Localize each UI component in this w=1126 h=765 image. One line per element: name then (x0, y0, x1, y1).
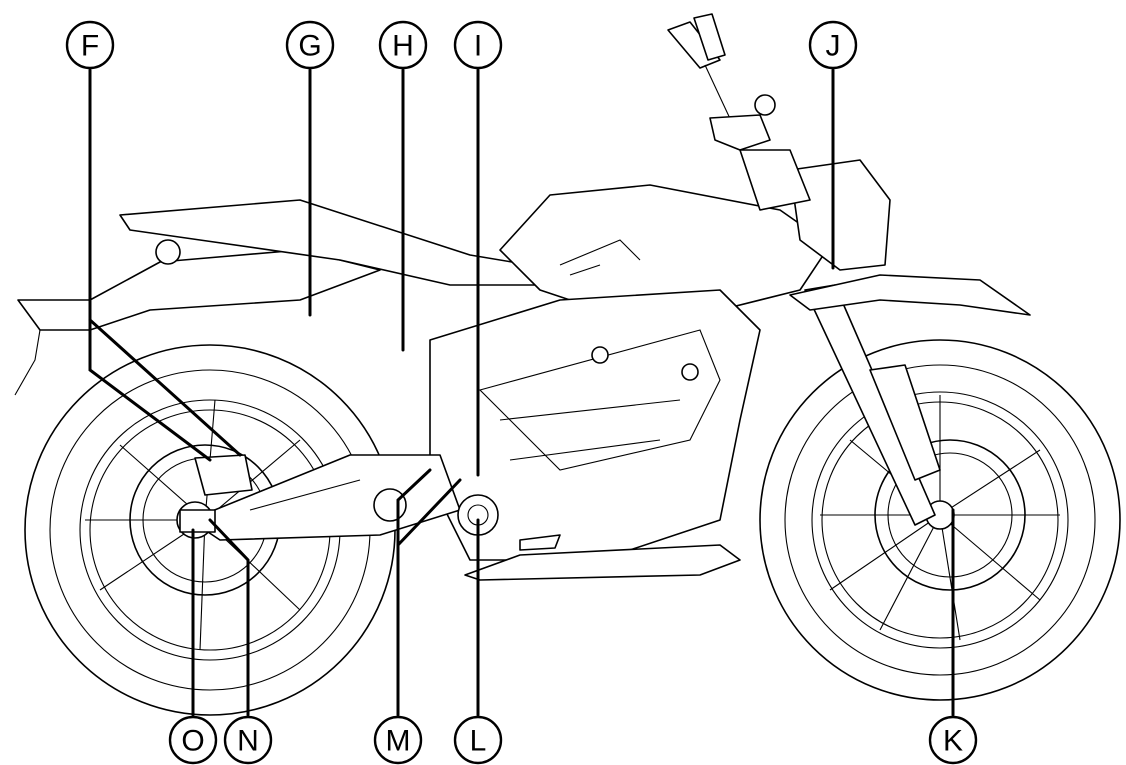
callout-h: H (378, 20, 428, 70)
callout-k: K (928, 715, 978, 765)
callout-label-f: F (81, 30, 99, 63)
callout-f: F (65, 20, 115, 70)
leader-line-f (88, 68, 212, 462)
callout-l: L (453, 715, 503, 765)
front-fender (789, 274, 1031, 316)
callout-label-m: M (386, 725, 411, 758)
motorcycle-illustration (14, 13, 1121, 716)
seat (119, 199, 561, 286)
leader-line-m-branch (396, 478, 462, 547)
callout-label-i: I (474, 30, 482, 63)
callout-label-j: J (826, 30, 841, 63)
belly-pan (464, 544, 741, 581)
callout-label-l: L (470, 725, 487, 758)
leader-line-m (396, 468, 432, 717)
leader-lines (88, 68, 955, 717)
leader-line-f-branch (88, 318, 242, 457)
callout-label-n: N (237, 725, 259, 758)
callout-o: O (168, 715, 218, 765)
callout-m: M (373, 715, 423, 765)
headlight-fairing (789, 159, 891, 271)
frame-panel (429, 289, 761, 561)
front-wheel (759, 339, 1121, 701)
callout-j: J (808, 20, 858, 70)
callout-label-o: O (181, 725, 204, 758)
leader-line-n (208, 518, 250, 717)
callout-g: G (285, 20, 335, 70)
callout-label-h: H (392, 30, 414, 63)
tail-section (17, 249, 381, 331)
callout-n: N (223, 715, 273, 765)
rear-caliper (194, 454, 253, 496)
callout-label-g: G (298, 30, 321, 63)
callout-label-k: K (943, 725, 963, 758)
callout-i: I (453, 20, 503, 70)
